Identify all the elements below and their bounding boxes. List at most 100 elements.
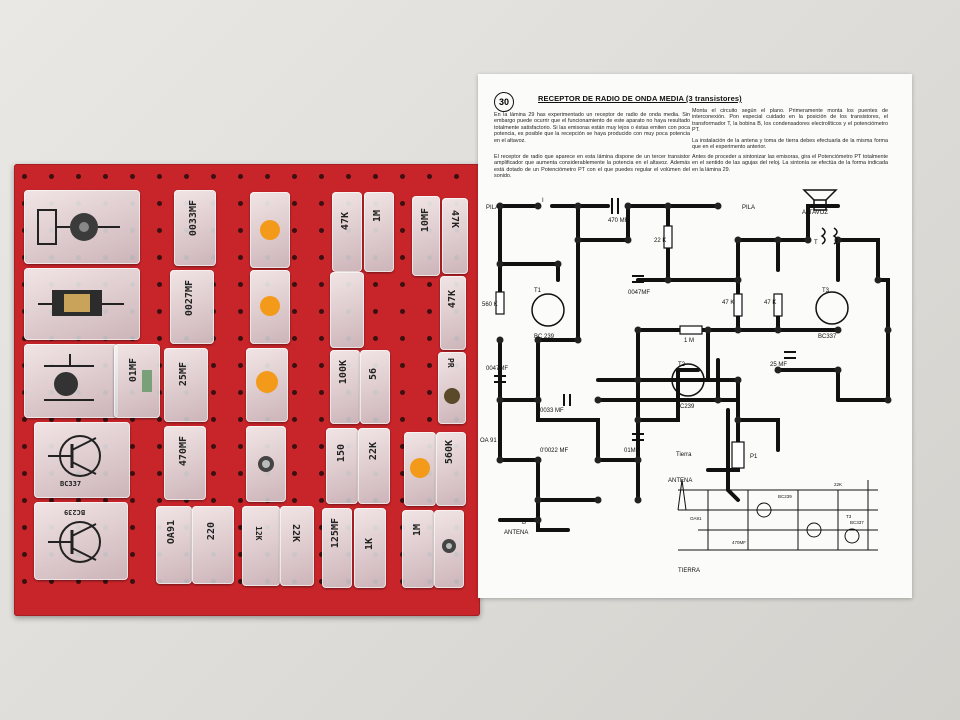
board-hole — [427, 309, 432, 314]
board-hole — [373, 309, 378, 314]
resistor-47k-block-b: 47K — [442, 198, 468, 274]
right-text-3: Antes de proceder a sintonizar las emiso… — [692, 154, 888, 173]
label-1m: 1 M — [684, 338, 694, 344]
label-25mf: 25 MF — [770, 362, 787, 368]
board-hole — [373, 336, 378, 341]
board-hole — [130, 444, 135, 449]
board-hole — [319, 282, 324, 287]
label-10mf: 10MF — [420, 208, 431, 233]
resistor-22k-block: 22K — [358, 428, 390, 504]
board-hole — [211, 174, 216, 179]
board-hole — [211, 444, 216, 449]
board-hole — [292, 417, 297, 422]
resistor-220-block: 220 — [192, 506, 234, 584]
board-hole — [49, 174, 54, 179]
label-bc337-small: BC337 — [60, 480, 82, 488]
label-mini-bc337: BC337 — [850, 520, 864, 525]
board-hole — [238, 228, 243, 233]
board-hole — [400, 336, 405, 341]
label-125mf: 125MF — [330, 518, 341, 549]
capacitor-125mf-block: 125MF — [322, 508, 352, 588]
speaker-symbol — [802, 189, 838, 245]
label-100k: 100K — [338, 360, 349, 385]
board-hole — [103, 174, 108, 179]
label-470mf: 470 MF — [608, 218, 629, 224]
board-hole — [76, 498, 81, 503]
label-tierra: Tierra — [676, 452, 692, 458]
sheet-number: 30 — [494, 92, 514, 112]
board-hole — [400, 255, 405, 260]
board-hole — [238, 417, 243, 422]
board-hole — [319, 336, 324, 341]
label-12k: 12K — [254, 526, 263, 541]
board-hole — [427, 282, 432, 287]
board-hole — [292, 336, 297, 341]
sheet-title: RECEPTOR DE RADIO DE ONDA MEDIA (3 trans… — [538, 94, 742, 103]
board-hole — [400, 282, 405, 287]
label-47k-c: 47K — [447, 290, 458, 309]
board-hole — [319, 255, 324, 260]
label-bc337: BC337 — [818, 334, 837, 340]
capacitor-470mf-block: 470MF — [164, 426, 206, 500]
board-hole — [157, 228, 162, 233]
board-hole — [184, 174, 189, 179]
label-0033mf: 0033MF — [188, 200, 199, 237]
resistor-47k-block-c: 47K — [440, 276, 466, 350]
board-hole — [238, 390, 243, 395]
board-hole — [238, 201, 243, 206]
label-p1: P1 — [750, 454, 758, 460]
jack-block-2 — [434, 510, 464, 588]
left-text-1: En la lámina 29 has experimentado un rec… — [494, 112, 690, 144]
board-hole — [427, 174, 432, 179]
board-hole — [400, 363, 405, 368]
board-hole — [238, 309, 243, 314]
resistor-100k-block: 100K — [330, 350, 360, 424]
transistor-bc337-module: BC337 — [34, 422, 130, 498]
board-hole — [319, 498, 324, 503]
board-hole — [238, 336, 243, 341]
label-0027mf: 0027MF — [184, 280, 195, 317]
label-switch: I — [542, 198, 544, 204]
left-text-2: El receptor de radio que aparece en esta… — [494, 154, 690, 180]
label-antena-top: ANTENA — [668, 478, 692, 484]
schematic-wires — [498, 204, 890, 532]
resistor-1m-block-b: 1M — [402, 510, 434, 588]
board-hole — [157, 498, 162, 503]
right-text-1: Monta el circuito según el plano. Primer… — [692, 108, 888, 134]
board-hole — [238, 282, 243, 287]
coil-module — [24, 268, 140, 340]
board-hole — [319, 201, 324, 206]
board-hole — [400, 309, 405, 314]
resistor-47k-block: 47K — [332, 192, 362, 272]
resistor-22k-block-b: 22K — [280, 506, 314, 586]
board-hole — [292, 471, 297, 476]
board-hole — [292, 282, 297, 287]
board-hole — [400, 390, 405, 395]
label-470mf: 470MF — [178, 436, 189, 467]
label-0047mf-b: 0047MF — [486, 366, 508, 372]
board-hole — [130, 174, 135, 179]
label-pila-neg: PILA — [486, 205, 499, 211]
diode-oa91-block: OA91 — [156, 506, 192, 584]
board-hole — [157, 174, 162, 179]
board-hole — [157, 471, 162, 476]
circuit-schematic: PILA PILA I 470 MF ALTAVOZ T 22 K 560 K … — [480, 189, 892, 574]
board-hole — [238, 525, 243, 530]
board-hole — [373, 282, 378, 287]
board-hole — [292, 255, 297, 260]
board-hole — [157, 417, 162, 422]
label-mini-oa91: OA91 — [690, 516, 702, 521]
transistor-symbols — [531, 291, 849, 397]
label-bc239-small: BC239 — [64, 508, 86, 516]
label-mini-t3: T3 — [846, 514, 852, 519]
jack-block — [246, 426, 286, 502]
label-22k: 22K — [368, 442, 379, 461]
lamp-block-2 — [250, 270, 290, 344]
capacitor-0027mf-block: 0027MF — [170, 270, 214, 344]
board-hole — [103, 417, 108, 422]
board-hole — [22, 498, 27, 503]
label-47k-a: 47 K — [722, 300, 734, 306]
trimmer-module — [24, 190, 140, 264]
board-hole — [130, 498, 135, 503]
mini-schematic — [677, 479, 878, 551]
